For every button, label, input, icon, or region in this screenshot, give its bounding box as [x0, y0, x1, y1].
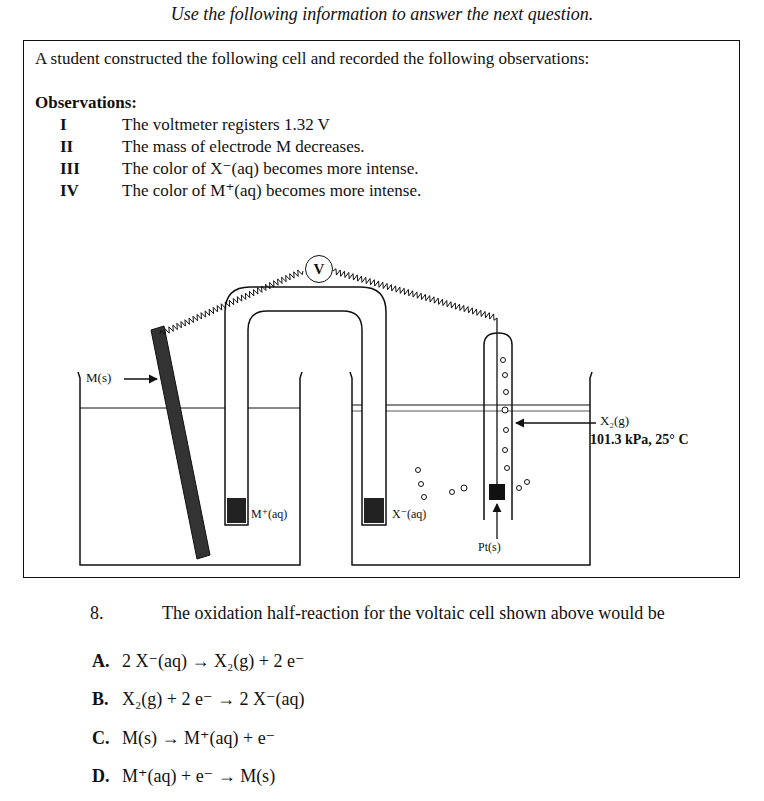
gas-bubble	[461, 485, 467, 491]
solution-label: M⁺(aq)	[251, 508, 287, 522]
option-letter: B.	[92, 689, 109, 710]
gas-label: X₂(g)	[600, 414, 629, 429]
option-letter: C.	[92, 728, 110, 749]
leader-line	[496, 504, 497, 539]
question-number: 8.	[90, 603, 104, 624]
solution-label: X⁻(aq)	[392, 508, 426, 522]
liquid-level	[80, 408, 300, 409]
observation-text: The color of X⁻(aq) becomes more intense…	[122, 159, 418, 179]
voltmeter-circle: V	[305, 255, 333, 283]
observation-text: The mass of electrode M decreases.	[122, 137, 365, 157]
electrode-label: Pt(s)	[478, 541, 501, 555]
option-letter: A.	[92, 651, 110, 672]
metal-electrode	[151, 326, 210, 559]
gas-bubble	[517, 486, 522, 491]
roman-numeral: IV	[60, 181, 79, 201]
wire	[160, 270, 303, 335]
instruction-title: Use the following information to answer …	[0, 4, 764, 25]
platinum-wire	[496, 318, 497, 486]
liquid-level	[352, 411, 590, 412]
roman-numeral: II	[60, 137, 73, 157]
roman-numeral: I	[60, 115, 67, 135]
gas-bubble	[525, 480, 530, 485]
wire	[333, 269, 497, 321]
option-text: X₂(g) + 2 e⁻ → 2 X⁻(aq)	[122, 689, 304, 710]
gas-bubble	[504, 428, 509, 433]
gas-tube	[484, 333, 512, 520]
bridge-plug	[364, 498, 384, 523]
bridge-plug	[227, 498, 246, 523]
meter-symbol: V	[314, 261, 325, 278]
liquid-level	[352, 405, 590, 406]
question-text: The oxidation half-reaction for the volt…	[162, 603, 665, 624]
platinum-electrode	[489, 484, 505, 500]
gas-bubble	[422, 495, 427, 500]
option-text: M(s) → M⁺(aq) + e⁻	[122, 728, 275, 749]
gas-bubble	[416, 468, 421, 473]
option-text: 2 X⁻(aq) → X₂(g) + 2 e⁻	[122, 651, 304, 672]
leader-line	[516, 422, 596, 423]
intro-text: A student constructed the following cell…	[35, 49, 589, 69]
gas-bubble	[505, 466, 510, 471]
gas-bubbles	[416, 358, 530, 500]
observation-text: The voltmeter registers 1.32 V	[122, 115, 330, 135]
gas-bubble	[503, 373, 508, 378]
option-letter: D.	[92, 766, 110, 787]
condition-label: 101.3 kPa, 25° C	[590, 432, 689, 448]
observation-text: The color of M⁺(aq) becomes more intense…	[122, 181, 421, 201]
gas-bubble	[501, 358, 506, 363]
roman-numeral: III	[60, 159, 80, 179]
salt-bridge	[225, 287, 386, 525]
electrode-label: M(s)	[86, 371, 111, 386]
gas-bubble	[503, 448, 508, 453]
gas-bubble	[450, 490, 455, 495]
option-text: M⁺(aq) + e⁻ → M(s)	[122, 766, 275, 787]
leader-line	[124, 378, 157, 379]
section-heading: Observations:	[35, 93, 137, 113]
gas-bubble	[504, 390, 509, 395]
gas-bubble	[419, 482, 424, 487]
gas-bubble	[502, 407, 508, 413]
